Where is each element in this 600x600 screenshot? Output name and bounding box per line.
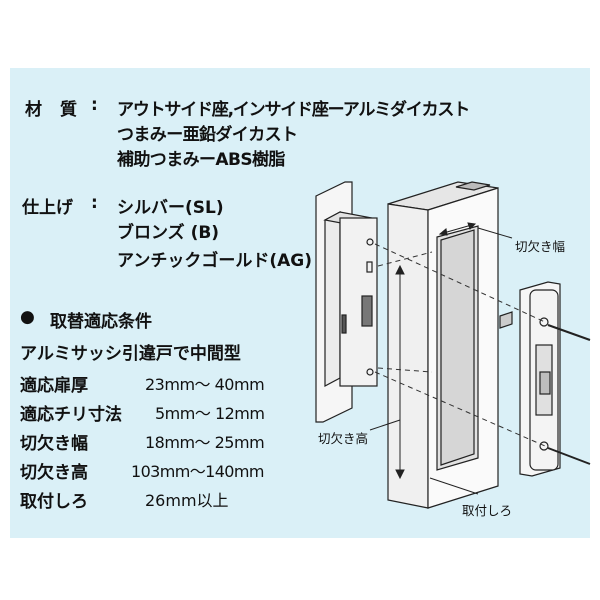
- frame-left-face: [387, 203, 429, 509]
- frame-cutout-inner: [440, 229, 475, 466]
- screw-head: [499, 311, 513, 329]
- conditions-heading: 取替適応条件: [50, 312, 152, 332]
- condition-label: 切欠き高: [20, 463, 88, 483]
- material-label-1: 材: [25, 100, 42, 120]
- finish-line-1: シルバー(SL): [117, 198, 224, 218]
- condition-label: 取付しろ: [20, 492, 88, 512]
- label-cutout-height: 切欠き高: [318, 431, 369, 446]
- finish-label: 仕上げ: [22, 198, 73, 218]
- finish-colon: :: [91, 193, 98, 213]
- material-colon: :: [91, 95, 98, 115]
- material-line-1: アウトサイド座,インサイド座ーアルミダイカスト: [117, 100, 470, 120]
- inside-screw-hole: [539, 441, 549, 451]
- bullet: ●: [20, 307, 35, 327]
- inside-screw-hole: [539, 317, 549, 327]
- condition-value: 23mm〜 40mm: [145, 375, 265, 394]
- label-mounting-margin: 取付しろ: [462, 503, 513, 518]
- frame-inner-top: [455, 181, 491, 191]
- condition-value: 103mm〜140mm: [131, 462, 264, 481]
- lock-slot: [341, 314, 347, 334]
- finish-line-3: アンチックゴールド(AG): [117, 251, 312, 271]
- lock-body-side: [324, 211, 341, 387]
- finish-line-2: ブロンズ (B): [117, 223, 220, 243]
- screw-top: [547, 324, 591, 341]
- screw-hole: [366, 368, 374, 376]
- label-cutout-width: 切欠き幅: [515, 239, 566, 254]
- condition-value: 5mm〜 12mm: [155, 404, 265, 423]
- material-line-3: 補助つまみーABS樹脂: [117, 150, 285, 170]
- condition-label: 適応扉厚: [20, 376, 88, 396]
- condition-label: 適応チリ寸法: [20, 405, 122, 425]
- conditions-subheading: アルミサッシ引違戸で中間型: [20, 344, 241, 364]
- screw-bottom: [547, 447, 591, 465]
- condition-value: 18mm〜 25mm: [145, 433, 265, 452]
- material-label-2: 質: [60, 100, 77, 120]
- condition-label: 切欠き幅: [20, 434, 88, 454]
- screw-hole: [366, 238, 374, 246]
- material-line-2: つまみー亜鉛ダイカスト: [117, 125, 298, 145]
- latch-slot: [361, 295, 373, 327]
- inside-knob: [539, 371, 551, 395]
- lock-tab: [366, 261, 373, 273]
- condition-value: 26mm以上: [145, 491, 229, 510]
